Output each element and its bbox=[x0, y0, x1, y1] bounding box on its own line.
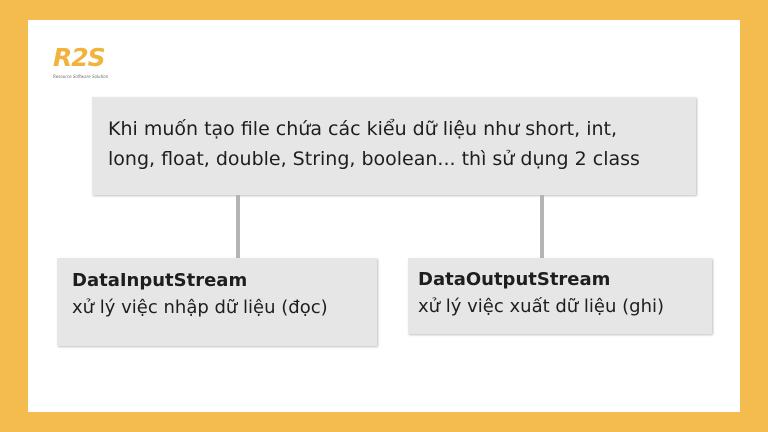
slide-canvas: R2S Resource Software Solution Khi muốn … bbox=[28, 20, 740, 412]
root-text-line-2: long, float, double, String, boolean... … bbox=[108, 148, 640, 170]
connector-left bbox=[236, 195, 240, 258]
datainputstream-node: DataInputStream xử lý việc nhập dữ liệu … bbox=[57, 258, 377, 346]
connector-right bbox=[540, 195, 544, 258]
dataoutputstream-node: DataOutputStream xử lý việc xuất dữ liệu… bbox=[408, 258, 712, 334]
root-text-line-1: Khi muốn tạo file chứa các kiểu dữ liệu … bbox=[108, 118, 618, 140]
r2s-logo: R2S Resource Software Solution bbox=[53, 44, 123, 84]
dataoutputstream-description: xử lý việc xuất dữ liệu (ghi) bbox=[418, 296, 665, 317]
datainputstream-title: DataInputStream bbox=[72, 270, 248, 291]
dataoutputstream-title: DataOutputStream bbox=[418, 269, 611, 290]
logo-mark: R2S bbox=[53, 43, 106, 72]
logo-tagline: Resource Software Solution bbox=[53, 74, 109, 79]
root-node: Khi muốn tạo file chứa các kiểu dữ liệu … bbox=[92, 97, 696, 195]
datainputstream-description: xử lý việc nhập dữ liệu (đọc) bbox=[72, 297, 328, 318]
